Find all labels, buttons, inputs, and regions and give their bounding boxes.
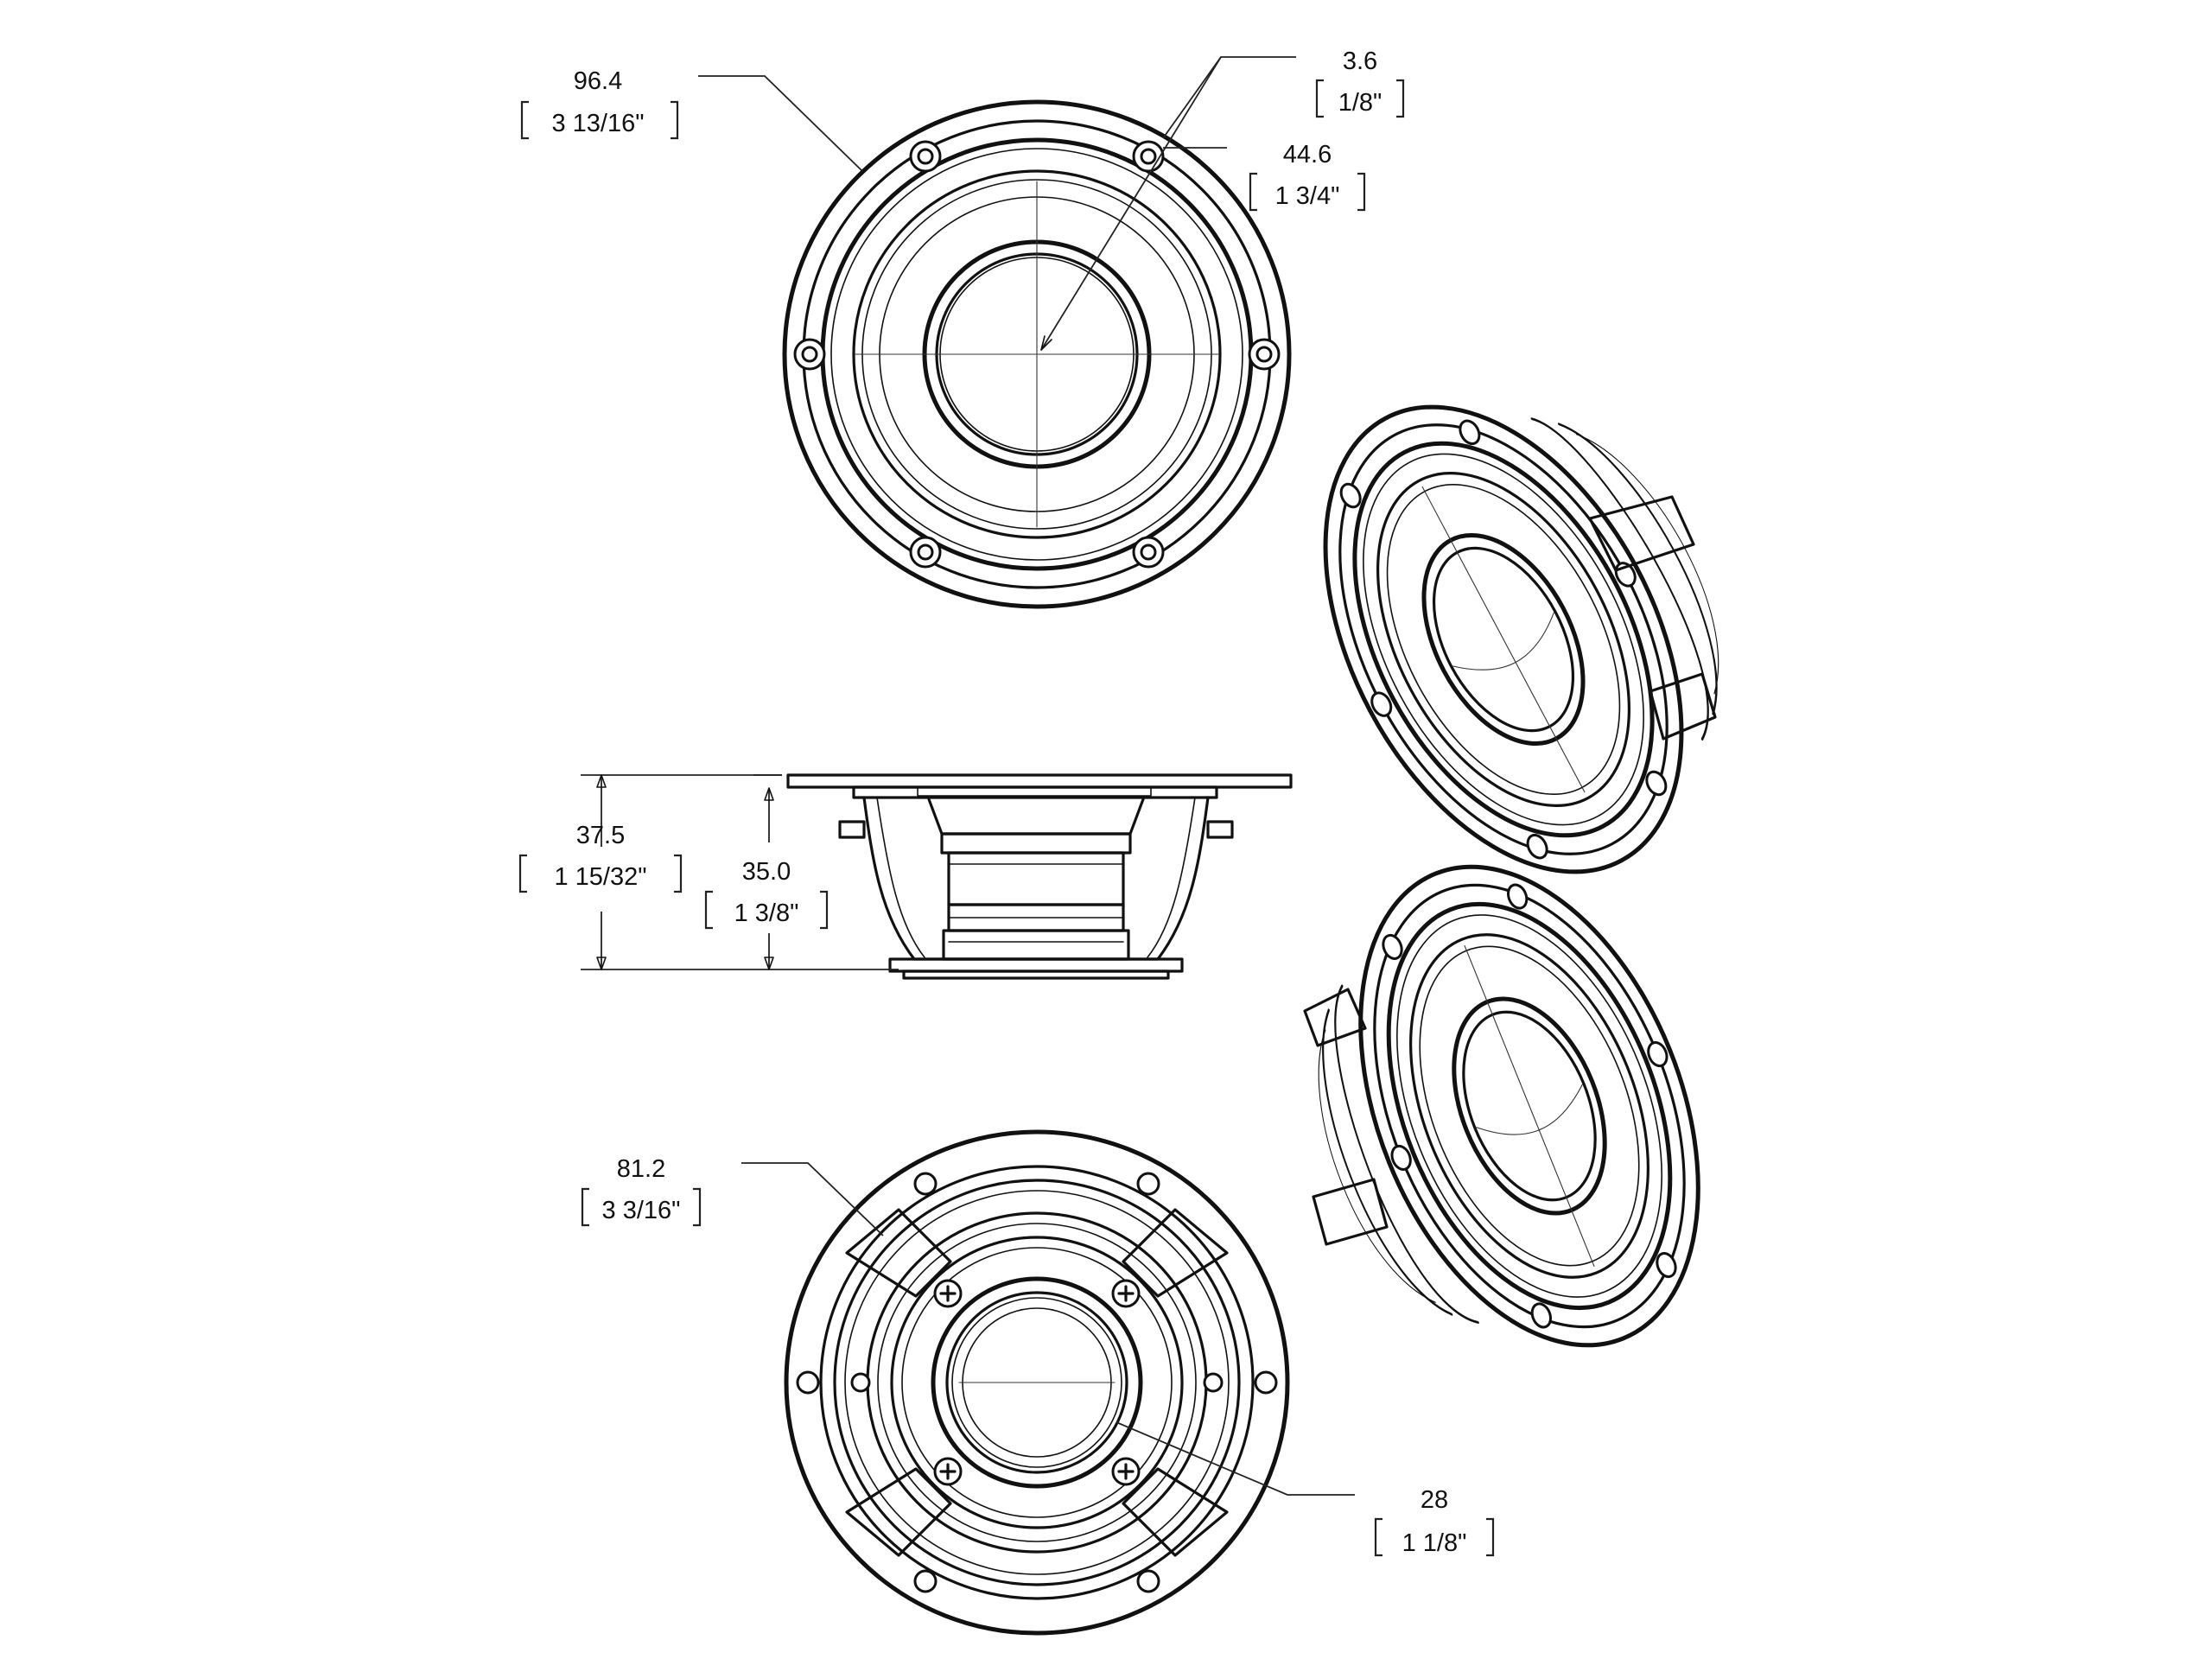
depth-dimension [581,774,899,970]
mounting-hole [1339,419,1668,860]
label-outer-diameter-inch: 3 13/16" [551,110,644,137]
leader-rear-diameter [741,1162,884,1236]
leader-hole-diameter [1162,56,1296,139]
label-mount-depth-mm: 35.0 [742,858,791,886]
mounting-hole [1382,883,1677,1329]
leader-magnet-diameter [1116,1421,1355,1496]
label-overall-depth-mm: 37.5 [576,822,625,849]
mounting-hole [1136,1569,1160,1593]
mounting-hole [1132,140,1165,173]
mounting-hole [1136,1172,1160,1196]
isometric-front-view [1323,404,1719,874]
bracket [520,100,679,140]
bracket [1315,79,1405,118]
label-hole-diameter-inch: 1/8" [1338,89,1382,117]
bracket [704,890,829,930]
label-outer-diameter-mm: 96.4 [574,67,622,95]
label-magnet-diameter-inch: 1 1/8" [1402,1529,1467,1557]
leader-radius [1040,56,1222,351]
bracket [581,1187,702,1227]
label-magnet-diameter-mm: 28 [1421,1486,1448,1514]
bracket [1374,1517,1495,1557]
label-overall-depth-inch: 1 15/32" [554,863,646,891]
screw [1111,1457,1141,1486]
mounting-hole [913,1569,938,1593]
mounting-hole [909,536,942,569]
label-radius-mm: 44.6 [1283,141,1332,168]
bracket [518,854,683,893]
screw [933,1457,963,1486]
screw [1111,1279,1141,1308]
mounting-hole [1254,1370,1278,1395]
front-view [782,99,1292,609]
label-rear-diameter-mm: 81.2 [617,1155,665,1183]
label-hole-diameter-mm: 3.6 [1343,48,1377,75]
mounting-hole [1248,338,1281,371]
mounting-hole [1203,1372,1224,1393]
isometric-rear-view [1318,864,1700,1348]
mounting-hole [913,1172,938,1196]
screw [933,1279,963,1308]
mounting-hole [909,140,942,173]
mounting-hole [796,1370,820,1395]
label-mount-depth-inch: 1 3/8" [734,899,799,927]
label-radius-inch: 1 3/4" [1275,182,1340,210]
bracket [1249,172,1366,212]
side-view [786,773,1293,980]
mounting-hole [850,1372,871,1393]
mounting-hole [1132,536,1165,569]
label-rear-diameter-inch: 3 3/16" [602,1197,681,1224]
rear-view [784,1129,1290,1636]
mounting-hole [793,338,826,371]
leader-outer-diameter [698,75,863,172]
